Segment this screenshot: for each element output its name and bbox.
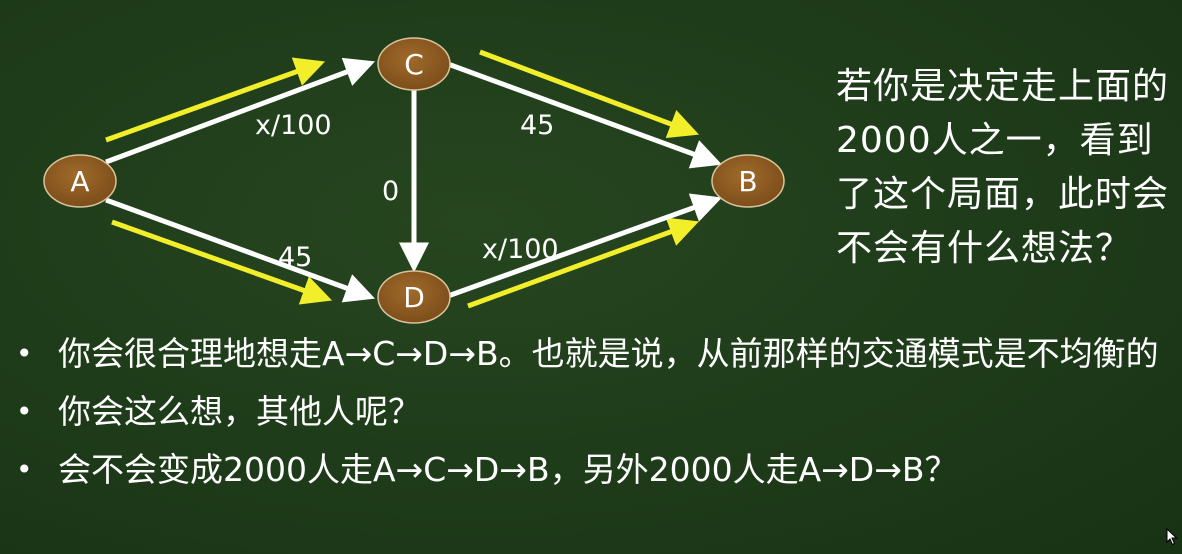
edge-d-b: [447, 193, 723, 299]
highlight-arrow-a-c: [105, 57, 326, 143]
node-d: D: [377, 270, 451, 324]
edge-label-c-b: 45: [520, 110, 554, 141]
node-a: A: [43, 154, 117, 208]
bullet-item: • 你会这么想，其他人呢？: [10, 388, 1180, 436]
highlight-arrow-c-b: [479, 49, 700, 139]
edge-c-b: [447, 61, 723, 169]
node-c: C: [377, 37, 451, 91]
bullet-dot: •: [16, 453, 33, 486]
bullet-text: 会不会变成2000人走A→C→D→B，另外2000人走A→D→B？: [58, 450, 958, 489]
bullet-text: 你会这么想，其他人呢？: [58, 392, 421, 431]
bullet-list: • 你会很合理地想走A→C→D→B。也就是说，从前那样的交通模式是不均衡的 • …: [10, 330, 1180, 504]
bullet-dot: •: [16, 337, 33, 370]
bullet-item: • 你会很合理地想走A→C→D→B。也就是说，从前那样的交通模式是不均衡的: [10, 330, 1180, 378]
edge-a-c: [105, 57, 376, 165]
node-a-label: A: [70, 165, 89, 198]
edge-label-d-b: x/100: [482, 234, 559, 265]
edge-label-a-c: x/100: [255, 110, 332, 141]
node-c-label: C: [404, 48, 424, 81]
highlight-arrow-a-d: [111, 219, 333, 305]
edge-label-c-d: 0: [382, 176, 399, 207]
bullet-dot: •: [16, 395, 33, 428]
question-text: 若你是决定走上面的 2000人之一，看到了这个局面，此时会不会有什么想法？: [836, 66, 1170, 269]
edge-label-a-d: 45: [278, 242, 312, 273]
node-d-label: D: [403, 281, 425, 314]
network-diagram: A C D B x/100 45 0 45 x/100: [43, 37, 785, 324]
mouse-cursor-icon: [1166, 528, 1178, 546]
highlight-arrow-d-b: [467, 217, 700, 309]
node-b-label: B: [738, 165, 757, 198]
node-b: B: [711, 154, 785, 208]
bullet-text: 你会很合理地想走A→C→D→B。也就是说，从前那样的交通模式是不均衡的: [58, 334, 1159, 373]
bullet-item: • 会不会变成2000人走A→C→D→B，另外2000人走A→D→B？: [10, 446, 1180, 494]
edge-a-d: [105, 197, 376, 303]
